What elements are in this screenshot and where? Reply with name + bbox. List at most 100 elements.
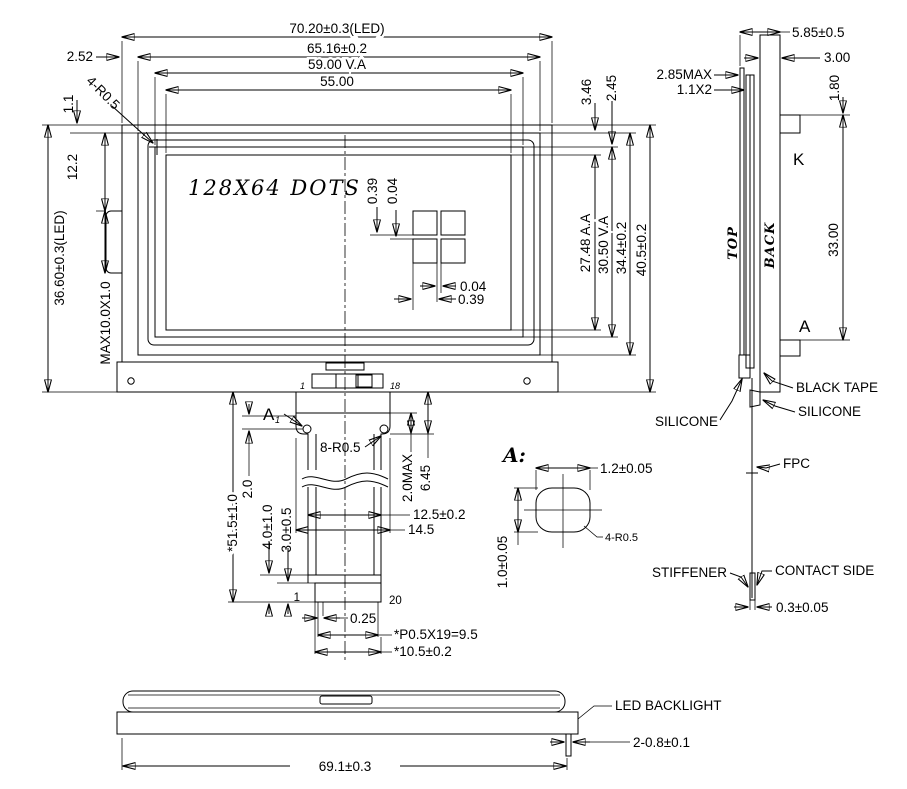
break-line-2 bbox=[301, 480, 389, 490]
tail-radius-label: 8-R0.5 bbox=[320, 440, 361, 455]
black-tape-label: BLACK TAPE bbox=[796, 380, 878, 395]
dot-gap-h-label: 0.04 bbox=[460, 279, 487, 294]
dot-width-label: 0.39 bbox=[458, 292, 484, 307]
dim-pin-margin: 0.25 bbox=[350, 611, 376, 626]
dim-glass-thickness: 1.1X2 bbox=[677, 82, 712, 97]
fpc-bond-block bbox=[355, 374, 373, 388]
detail-a-title: A: bbox=[501, 443, 526, 467]
bond-pin-last-label: 18 bbox=[390, 381, 400, 391]
dim-stiffener-len: 4.0±1.0 bbox=[260, 505, 275, 550]
dim-height-va: 30.50 V.A bbox=[596, 216, 611, 274]
dim-width-va: 59.00 V.A bbox=[308, 57, 366, 72]
bezel-outline bbox=[137, 132, 541, 356]
dim-back-thickness: 3.00 bbox=[824, 50, 850, 65]
tail-shoulder-right bbox=[380, 392, 391, 470]
fpc-label: FPC bbox=[783, 456, 810, 471]
detail-ref-a1-sub: 1 bbox=[275, 415, 280, 425]
dim-height-bezel: 34.4±0.2 bbox=[614, 222, 629, 274]
dim-aa-offset: 3.46 bbox=[579, 79, 594, 105]
led-backlight-label: LED BACKLIGHT bbox=[615, 698, 722, 713]
active-area-window bbox=[165, 154, 512, 331]
dim-shoulder-len: 6.45 bbox=[418, 465, 433, 491]
dim-tail-width: 12.5±0.2 bbox=[413, 507, 465, 522]
module-base bbox=[116, 711, 579, 735]
dim-pin-pitch: *P0.5X19=9.5 bbox=[394, 627, 478, 642]
dim-tab-size: 2-0.8±0.1 bbox=[633, 735, 690, 750]
dim-height-total: 40.5±0.2 bbox=[634, 224, 649, 276]
contact-side-label: CONTACT SIDE bbox=[775, 563, 874, 578]
dim-width-bezel: 65.16±0.2 bbox=[307, 41, 367, 56]
a-tab-label: A bbox=[799, 317, 811, 336]
detail-dim-height: 1.0±0.05 bbox=[495, 536, 510, 588]
contact-pins bbox=[314, 582, 382, 603]
silicone-right-label: SILICONE bbox=[798, 404, 861, 419]
dim-width-aa: 55.00 bbox=[320, 74, 354, 89]
detail-ref-a1: A bbox=[263, 405, 275, 424]
break-line-1 bbox=[301, 472, 389, 482]
dim-side-margin: 2.52 bbox=[67, 49, 93, 64]
bond-pin-first-label: 1 bbox=[300, 381, 305, 391]
locating-tab bbox=[565, 733, 572, 757]
fpc-tail-view: 1 20 A 1 8-R0.5 2.0MAX 6.45 *51.5±1.0 2.… bbox=[223, 392, 478, 659]
dim-contact-width: *10.5±0.2 bbox=[394, 644, 452, 659]
dim-va-offset: 2.45 bbox=[604, 75, 619, 101]
dim-backlight-width: 69.1±0.3 bbox=[319, 759, 371, 774]
tail-hole-right bbox=[379, 424, 389, 434]
led-frame-outline bbox=[121, 124, 553, 363]
glass-outline bbox=[147, 139, 535, 346]
side-tab bbox=[105, 210, 122, 274]
flange-hole-left bbox=[127, 377, 135, 385]
dim-hole-pos: 2.0 bbox=[240, 480, 255, 499]
detail-a-view: A: 1.2±0.05 4-R0.5 1.0±0.05 bbox=[495, 443, 652, 588]
dim-tab-span: 33.00 bbox=[826, 223, 841, 257]
detail-dim-width: 1.2±0.05 bbox=[600, 461, 652, 476]
stiffener-strip bbox=[749, 572, 756, 601]
k-tab bbox=[779, 114, 801, 134]
backlight-side-view: LED BACKLIGHT 69.1±0.3 2-0.8±0.1 bbox=[116, 690, 722, 774]
back-frame bbox=[759, 34, 781, 393]
front-dimensions: 70.20±0.3(LED) 65.16±0.2 59.00 V.A 55.00… bbox=[42, 19, 656, 392]
corner-radius-label: 4-R0.5 bbox=[84, 73, 123, 112]
dim-lip: 1.1 bbox=[61, 95, 76, 114]
tail-hole-left bbox=[302, 424, 312, 434]
backlight-connector bbox=[319, 695, 373, 705]
stiffener-label: STIFFENER bbox=[652, 565, 727, 580]
side-view: TOP BACK K A 5.85±0.5 3.00 2.85MAX 1.1X2… bbox=[652, 25, 878, 615]
detail-radius-label: 4-R0.5 bbox=[605, 532, 638, 544]
dim-width-led: 70.20±0.3(LED) bbox=[289, 21, 384, 36]
dim-height-led: 36.60±0.3(LED) bbox=[52, 210, 67, 305]
front-view: 1 18 128X64 DOTS 0.39 0.04 0.04 0.39 bbox=[105, 124, 559, 662]
dot-pitch-detail: 0.39 0.04 0.04 0.39 bbox=[365, 177, 487, 310]
polarizer-layer bbox=[739, 67, 745, 356]
backlight-body bbox=[122, 690, 566, 713]
back-side-label: BACK bbox=[763, 222, 778, 270]
dim-tail-length: *51.5±1.0 bbox=[225, 494, 240, 552]
dim-shoulder-width: 14.5 bbox=[408, 522, 434, 537]
dot-gap-v-label: 0.04 bbox=[385, 177, 400, 204]
dim-bump-offset: 12.2 bbox=[65, 154, 80, 180]
k-tab-label: K bbox=[793, 150, 805, 169]
silicone-left-label: SILICONE bbox=[655, 414, 718, 429]
flange-hole-right bbox=[523, 377, 531, 385]
silicone-bead bbox=[749, 389, 761, 408]
dim-fpc-thickness: 0.3±0.05 bbox=[776, 600, 828, 615]
display-dots-label: 128X64 DOTS bbox=[188, 176, 361, 200]
a-tab bbox=[779, 339, 801, 357]
silicone-block bbox=[738, 354, 751, 379]
bottom-flange bbox=[116, 361, 559, 393]
pin-1-label: 1 bbox=[294, 592, 300, 604]
pin-20-label: 20 bbox=[389, 595, 402, 607]
viewing-area-hatch-border bbox=[154, 146, 524, 338]
dim-tape-max: 2.0MAX bbox=[400, 454, 415, 502]
dim-lcd-thickness: 2.85MAX bbox=[656, 67, 712, 82]
tail-shoulder-left bbox=[295, 392, 309, 470]
fpc-bond-pins bbox=[335, 373, 359, 389]
side-tab-label: MAX10.0X1.0 bbox=[98, 281, 113, 364]
dim-height-aa: 27.48 A.A bbox=[578, 214, 593, 273]
dim-tab-offset: 1.80 bbox=[827, 75, 842, 101]
dim-total-thickness: 5.85±0.5 bbox=[792, 25, 844, 40]
dim-contact-len: 3.0±0.5 bbox=[279, 508, 294, 553]
dot-height-label: 0.39 bbox=[365, 178, 380, 204]
